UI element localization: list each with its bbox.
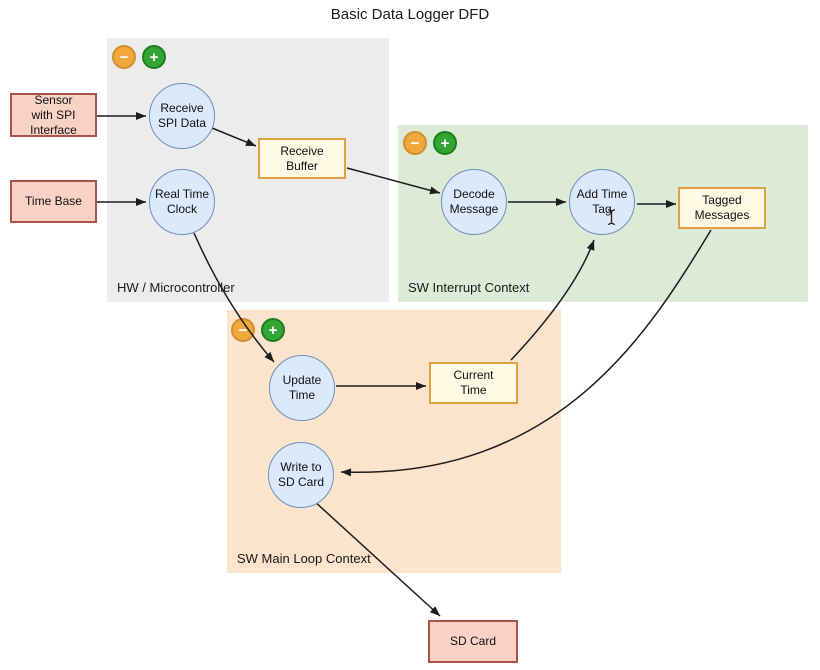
region-interrupt-label: SW Interrupt Context — [408, 280, 530, 295]
plus-icon: + — [440, 134, 450, 152]
node-label: Update Time — [282, 373, 322, 402]
edge-rtc-to-update-time[interactable] — [193, 232, 275, 363]
node-label: Receive Buffer — [280, 143, 324, 173]
zoom-controls-hw: − + — [112, 45, 166, 69]
zoom-in-button-mainloop[interactable]: + — [261, 318, 285, 342]
node-label: Sensor with SPI Interface — [30, 92, 77, 137]
zoom-controls-interrupt: − + — [403, 131, 457, 155]
node-add-time-tag[interactable]: Add Time Tag — [569, 169, 635, 235]
region-sw-main-loop-context[interactable]: SW Main Loop Context — [227, 310, 561, 573]
zoom-in-button-interrupt[interactable]: + — [433, 131, 457, 155]
node-label: Real Time Clock — [154, 187, 210, 216]
node-write-to-sd-card[interactable]: Write to SD Card — [268, 442, 334, 508]
minus-icon: − — [119, 48, 129, 66]
node-sd-card[interactable]: SD Card — [428, 620, 518, 663]
edge-receive-buffer-to-decode[interactable] — [346, 167, 441, 195]
node-label: Receive SPI Data — [157, 101, 207, 130]
node-label: Time Base — [25, 194, 82, 208]
diagram-title[interactable]: Basic Data Logger DFD — [330, 6, 490, 23]
node-label: Decode Message — [449, 187, 499, 216]
zoom-controls-mainloop: − + — [231, 318, 285, 342]
node-label: Add Time Tag — [576, 187, 628, 216]
zoom-out-button-interrupt[interactable]: − — [403, 131, 427, 155]
zoom-in-button-hw[interactable]: + — [142, 45, 166, 69]
node-label: Current Time — [453, 368, 494, 397]
edge-tagged-messages-to-write-sd[interactable] — [340, 229, 712, 477]
region-hw-label: HW / Microcontroller — [117, 280, 235, 295]
zoom-out-button-hw[interactable]: − — [112, 45, 136, 69]
node-time-base[interactable]: Time Base — [10, 180, 97, 223]
node-label: SD Card — [449, 634, 496, 648]
node-receive-buffer[interactable]: Receive Buffer — [258, 138, 346, 179]
edge-current-time-to-add-time-tag[interactable] — [510, 239, 595, 361]
region-mainloop-label: SW Main Loop Context — [237, 551, 371, 566]
minus-icon: − — [238, 321, 248, 339]
node-label: Tagged Messages — [694, 193, 750, 222]
node-current-time[interactable]: Current Time — [429, 362, 518, 404]
edge-receive-spi-to-receive-buffer[interactable] — [211, 127, 257, 147]
plus-icon: + — [268, 321, 278, 339]
minus-icon: − — [410, 134, 420, 152]
node-label: Write to SD Card — [277, 460, 324, 489]
plus-icon: + — [149, 48, 159, 66]
node-real-time-clock[interactable]: Real Time Clock — [149, 169, 215, 235]
region-hw-microcontroller[interactable]: HW / Microcontroller — [107, 38, 389, 302]
node-tagged-messages[interactable]: Tagged Messages — [678, 187, 766, 229]
node-decode-message[interactable]: Decode Message — [441, 169, 507, 235]
node-receive-spi-data[interactable]: Receive SPI Data — [149, 83, 215, 149]
node-sensor-with-spi-interface[interactable]: Sensor with SPI Interface — [10, 93, 97, 137]
edge-write-sd-to-sd-card[interactable] — [312, 499, 441, 617]
node-update-time[interactable]: Update Time — [269, 355, 335, 421]
